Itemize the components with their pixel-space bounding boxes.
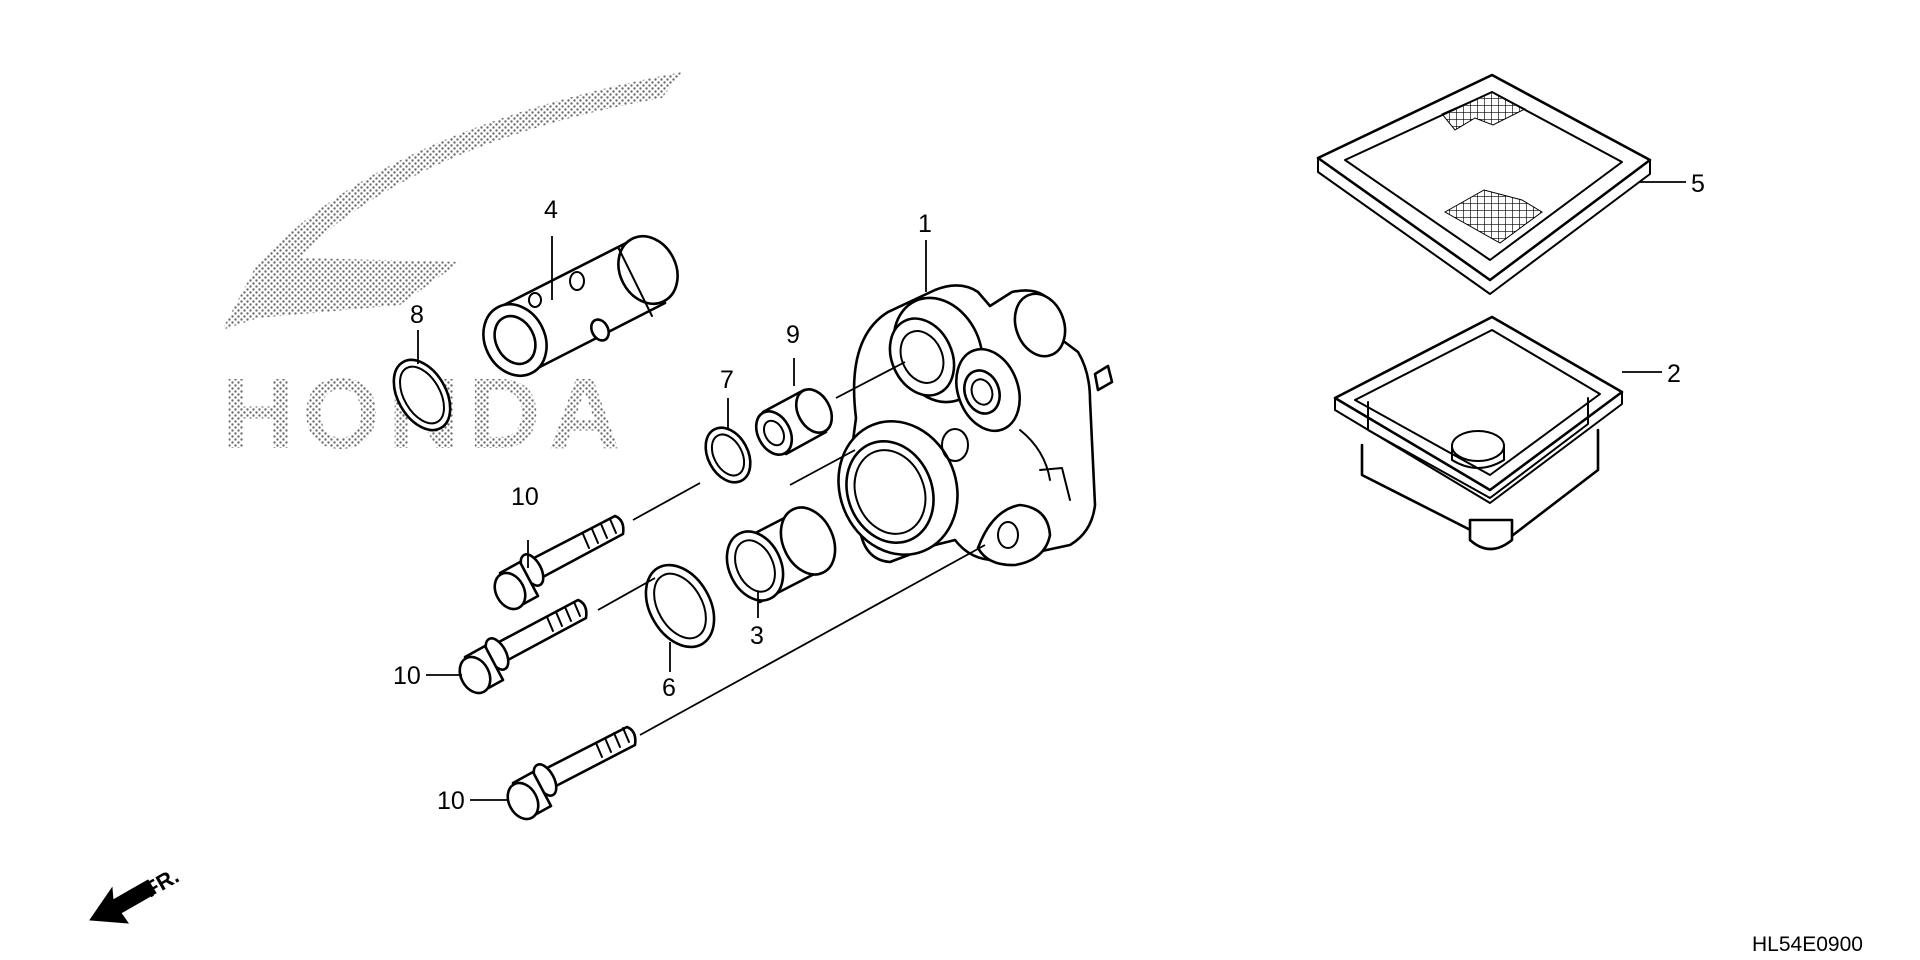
part-6-o-ring (644, 563, 716, 649)
callout-numbers: 1 2 3 4 5 6 7 8 9 10 10 10 (393, 170, 1705, 815)
callout-8: 8 (410, 301, 424, 329)
callout-10-lower: 10 (437, 787, 465, 815)
callout-5: 5 (1691, 170, 1705, 198)
callout-1: 1 (918, 210, 932, 238)
part-9-dowel-pin (754, 388, 834, 456)
part-1-pump-body (837, 284, 1114, 567)
part-2-strainer-housing (1333, 315, 1624, 551)
part-8-o-ring (392, 358, 452, 432)
part-4-valve-spool (482, 235, 679, 377)
part-7-small-o-ring (704, 426, 752, 484)
callout-2: 2 (1667, 360, 1681, 388)
part-3-collar (725, 506, 837, 604)
callout-10-middle: 10 (393, 662, 421, 690)
callout-7: 7 (720, 366, 734, 394)
strainer-mesh-lower (1443, 189, 1543, 244)
callout-4: 4 (544, 196, 558, 224)
part-10-bolt-middle (458, 598, 588, 695)
callout-6: 6 (662, 674, 676, 702)
callout-10-upper: 10 (511, 483, 539, 511)
part-10-bolt-lower (506, 725, 637, 821)
assembly-guide-lines (597, 361, 986, 736)
honda-wing-emblem (222, 72, 682, 330)
part-10-bolt-upper (493, 514, 625, 611)
callout-9: 9 (786, 321, 800, 349)
part-5-oil-strainer-screen (1316, 73, 1652, 295)
diagram-reference-code: HL54E0900 (1752, 933, 1863, 956)
callout-leaders (417, 181, 1686, 801)
callout-3: 3 (750, 622, 764, 650)
strainer-mesh-upper (1441, 91, 1527, 131)
front-direction-indicator: FR. (89, 863, 183, 924)
front-arrow-icon (89, 879, 157, 924)
